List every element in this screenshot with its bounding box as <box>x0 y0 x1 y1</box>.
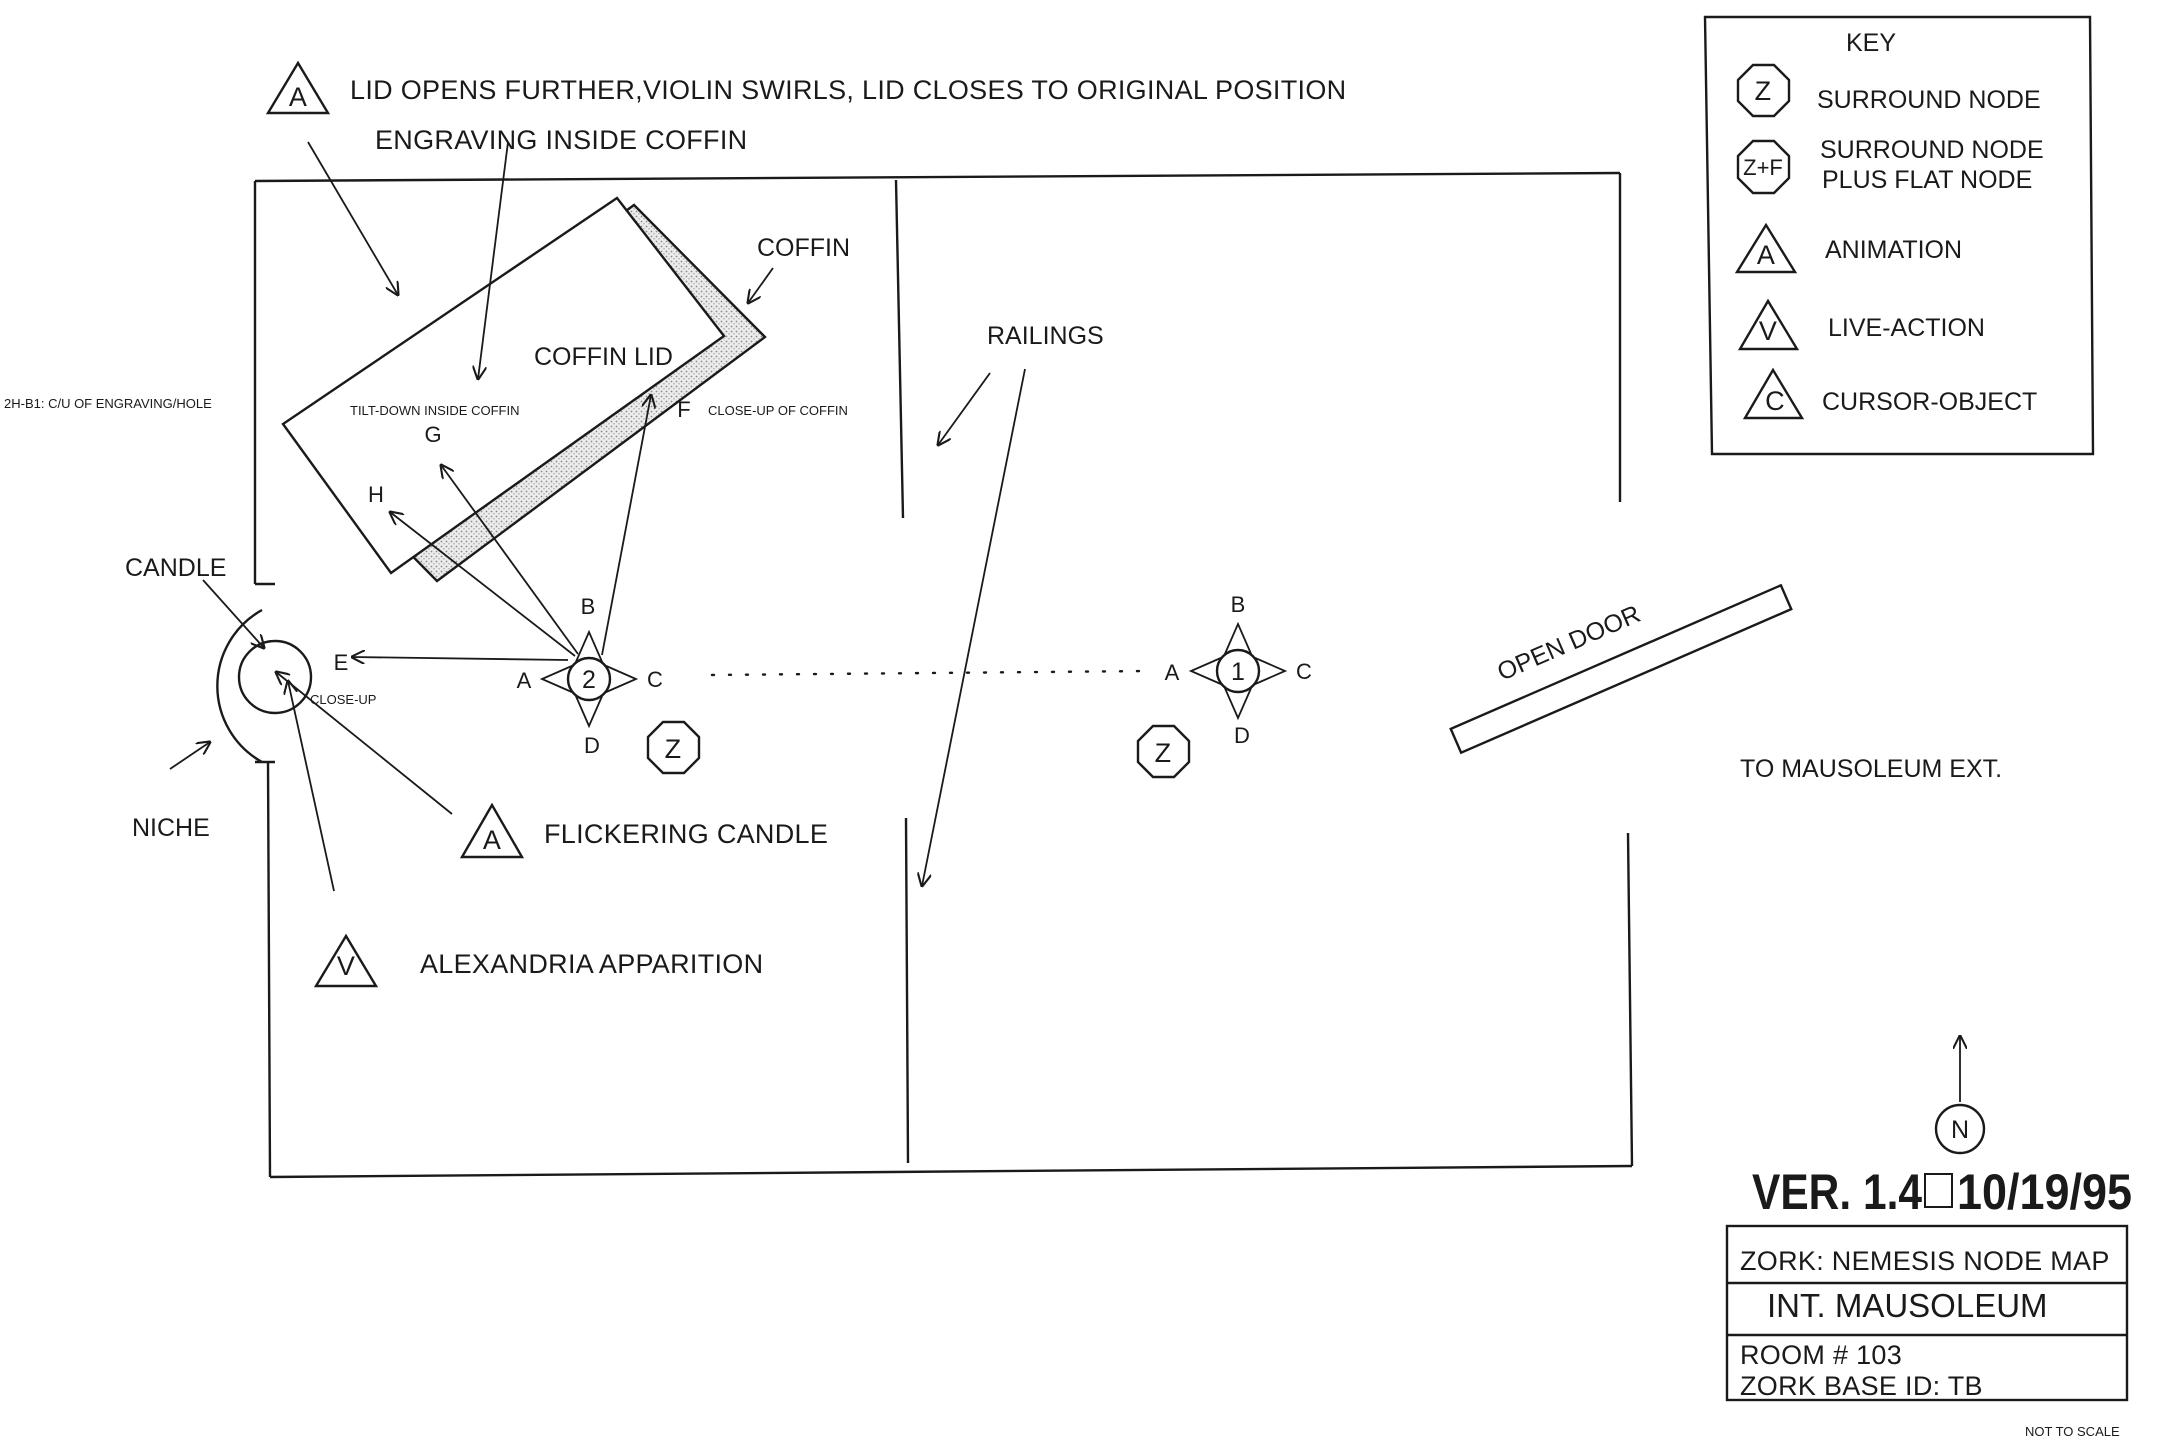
surround-node-marker-1: Z <box>1136 724 1191 779</box>
title-block: ZORK: NEMESIS NODE MAP INT. MAUSOLEUM RO… <box>1725 1224 2129 1402</box>
open-door-label: OPEN DOOR <box>1493 600 1644 687</box>
svg-text:Z: Z <box>1755 76 1772 106</box>
svg-text:B: B <box>581 594 596 619</box>
svg-text:V: V <box>337 951 355 981</box>
room-number: ROOM # 103 <box>1740 1340 1902 1370</box>
not-to-scale-label: NOT TO SCALE <box>2025 1424 2120 1439</box>
key-animation-label: ANIMATION <box>1825 236 1962 264</box>
key-surround-icon: Z <box>1736 63 1791 118</box>
version-number: VER. 1.4 <box>1752 1164 1922 1220</box>
candle <box>237 639 313 715</box>
coffin-label: COFFIN <box>757 234 850 262</box>
engraving-hole-label: 2H-B1: C/U OF ENGRAVING/HOLE <box>4 396 212 411</box>
key-surround-flat-label-2: PLUS FLAT NODE <box>1822 166 2032 194</box>
animation-marker-candle: A <box>459 802 525 859</box>
svg-text:A: A <box>1757 240 1775 270</box>
north-arrow-icon: N <box>1934 1036 1986 1155</box>
railings-label: RAILINGS <box>987 322 1104 350</box>
node-path <box>710 669 1152 677</box>
svg-text:V: V <box>1759 316 1777 346</box>
svg-text:E: E <box>334 650 349 675</box>
svg-text:A: A <box>1165 660 1180 685</box>
svg-text:B: B <box>1231 592 1246 617</box>
key-legend: KEY Z SURROUND NODE Z+F SURROUND NODE PL… <box>1703 15 2095 456</box>
base-id: ZORK BASE ID: TB <box>1740 1371 1983 1401</box>
node-2-label: 2 <box>582 666 596 694</box>
closeup-label: CLOSE-UP <box>310 692 376 707</box>
closeup-coffin-label: CLOSE-UP OF COFFIN <box>708 403 848 418</box>
surround-node-marker-2: Z <box>646 720 701 775</box>
room-name: INT. MAUSOLEUM <box>1767 1287 2048 1324</box>
room-walls <box>253 171 1634 1179</box>
svg-text:D: D <box>584 733 600 758</box>
key-live-action-icon: V <box>1737 298 1800 351</box>
svg-text:Z+F: Z+F <box>1743 155 1783 180</box>
railings <box>894 179 910 1164</box>
svg-text:Z: Z <box>665 734 682 764</box>
svg-text:C: C <box>1296 659 1312 684</box>
node-1[interactable]: 1 <box>1188 621 1288 721</box>
node-1-label: 1 <box>1231 658 1245 686</box>
key-surround-flat-icon: Z+F <box>1736 139 1791 195</box>
project-title: ZORK: NEMESIS NODE MAP <box>1740 1246 2110 1276</box>
flickering-candle-label: FLICKERING CANDLE <box>544 819 828 849</box>
svg-text:D: D <box>1234 723 1250 748</box>
svg-text:N: N <box>1951 1116 1969 1144</box>
key-surround-label: SURROUND NODE <box>1817 86 2041 114</box>
tilt-down-label: TILT-DOWN INSIDE COFFIN <box>350 403 519 418</box>
key-cursor-object-label: CURSOR-OBJECT <box>1822 388 2037 416</box>
svg-text:Z: Z <box>1155 738 1172 768</box>
key-live-action-label: LIVE-ACTION <box>1828 314 1985 342</box>
svg-text:A: A <box>483 825 501 855</box>
candle-label: CANDLE <box>125 554 226 582</box>
live-action-marker: V <box>313 933 379 988</box>
coffin-lid-label: COFFIN LID <box>534 343 673 371</box>
view-letters: B A C D E F G H B A C D <box>334 397 1312 758</box>
key-cursor-object-icon: C <box>1742 367 1805 420</box>
niche-label: NICHE <box>132 814 210 842</box>
version-date: 10/19/95 <box>1957 1164 2132 1220</box>
svg-text:F: F <box>677 397 690 422</box>
svg-text:A: A <box>517 668 532 693</box>
svg-text:A: A <box>289 82 307 112</box>
engraving-label: ENGRAVING INSIDE COFFIN <box>375 125 747 155</box>
view-arrows <box>352 395 651 660</box>
key-title: KEY <box>1846 29 1896 57</box>
svg-text:C: C <box>647 667 663 692</box>
to-exterior-label: TO MAUSOLEUM EXT. <box>1740 755 2002 783</box>
key-animation-icon: A <box>1734 222 1798 274</box>
apparition-label: ALEXANDRIA APPARITION <box>420 949 763 979</box>
node-2[interactable]: 2 <box>539 629 639 729</box>
version-stamp: VER. 1.4 10/19/95 <box>1752 1164 2132 1220</box>
animation-marker-lid: A <box>265 60 331 115</box>
open-door <box>1449 583 1793 755</box>
svg-text:G: G <box>424 422 441 447</box>
svg-text:H: H <box>368 482 384 507</box>
coffin-lid <box>281 196 726 575</box>
svg-text:C: C <box>1765 386 1785 416</box>
key-surround-flat-label-1: SURROUND NODE <box>1820 136 2044 164</box>
niche <box>216 608 263 764</box>
callout-arrows <box>169 141 1026 892</box>
lid-animation-label: LID OPENS FURTHER,VIOLIN SWIRLS, LID CLO… <box>350 75 1346 105</box>
